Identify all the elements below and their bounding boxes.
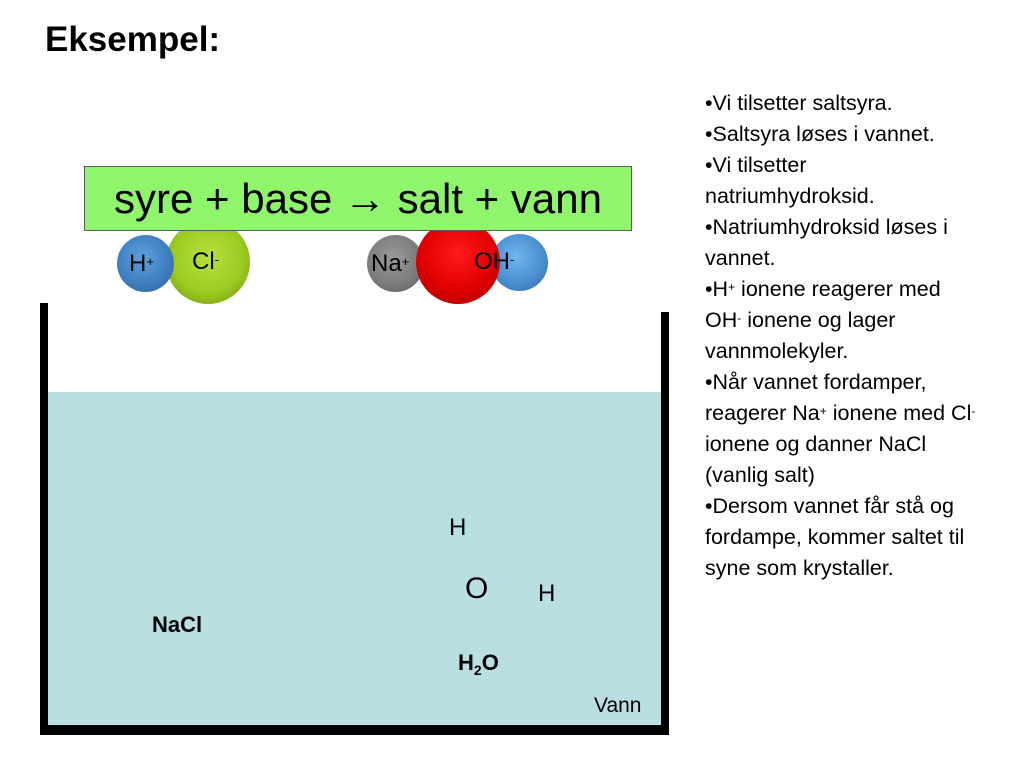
chloride-ion-sphere [166, 220, 250, 304]
beaker-wall-right [661, 312, 669, 735]
bullet-item: •Når vannet fordamper, reagerer Na+ ione… [705, 370, 976, 487]
water-atom-h-right: H [538, 580, 556, 607]
water-atom-h-top: H [449, 514, 467, 541]
nacl-label: NaCl [152, 612, 203, 637]
bullet-item: •Vi tilsetter saltsyra. [705, 91, 893, 115]
hydroxide-oxygen-sphere [416, 220, 500, 304]
chloride-ion-label: Cl- [192, 248, 220, 275]
hydrogen-ion-sphere [117, 235, 174, 292]
hydrogen-ion-label: H+ [129, 250, 154, 277]
hydroxide-hydrogen-sphere [491, 234, 548, 291]
hydroxide-ion-label: OH- [474, 248, 515, 275]
equation-box: syre + base → salt + vann [84, 166, 632, 231]
sodium-ion-label: Na+ [371, 250, 410, 277]
bullet-item: •Saltsyra løses i vannet. [705, 122, 935, 146]
beaker-wall-left [40, 303, 48, 735]
h2o-formula: H2O [458, 650, 499, 678]
bullet-item: •H+ ionene reagerer med OH- ionene og la… [705, 277, 941, 363]
slide-title: Eksempel: [45, 20, 221, 59]
water-label: Vann [594, 694, 642, 717]
beaker-bottom [40, 725, 669, 735]
bullet-item: •Vi tilsetter natriumhydroksid. [705, 153, 875, 208]
bullet-item: •Natriumhydroksid løses i vannet. [705, 215, 948, 270]
explanation-list: •Vi tilsetter saltsyra. •Saltsyra løses … [705, 88, 1005, 584]
bullet-item: •Dersom vannet får stå og fordampe, komm… [705, 494, 965, 580]
water-fill [48, 392, 661, 725]
water-atom-o: O [465, 572, 489, 605]
sodium-ion-sphere [367, 235, 424, 292]
